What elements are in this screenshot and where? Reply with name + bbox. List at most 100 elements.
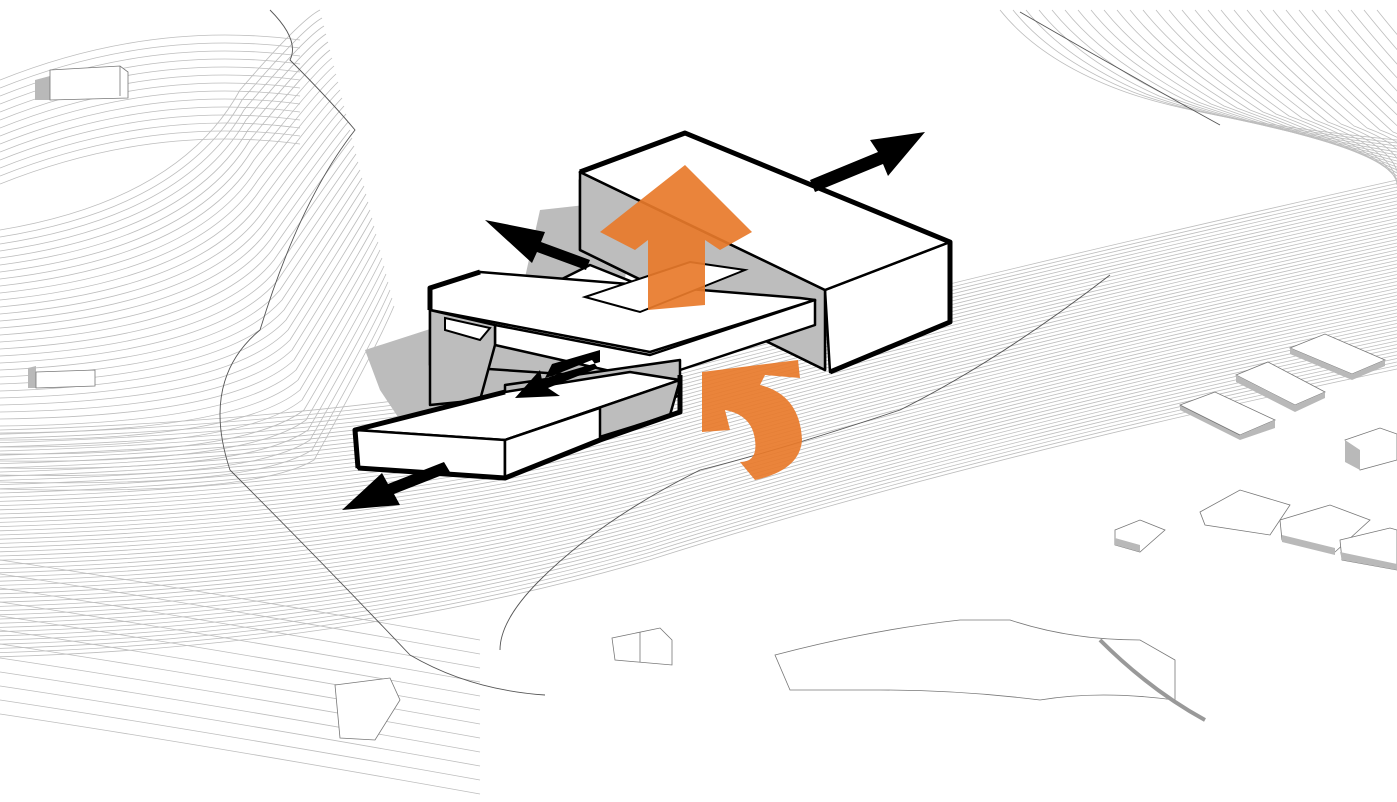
contour-line (0, 302, 1397, 578)
contour-line (0, 17, 323, 238)
contour-line (0, 351, 1397, 637)
context-buildings (28, 65, 1397, 741)
context-building (611, 627, 673, 666)
circulation-arrows (342, 132, 925, 510)
contour-line (0, 42, 301, 89)
contour-line (0, 587, 481, 669)
contour-line (0, 177, 363, 378)
contour-line (1350, 9, 1397, 221)
contour-line (0, 265, 385, 455)
path-northeast (1019, 11, 1221, 126)
context-building (35, 65, 129, 101)
contour-line (0, 233, 377, 427)
site-paths (219, 9, 1221, 696)
contour-line (1116, 9, 1397, 168)
contour-line (0, 49, 331, 266)
context-building (1114, 519, 1166, 553)
contour-line (0, 305, 1397, 582)
contour-line (0, 81, 339, 294)
contour-line (0, 57, 333, 273)
contour-line (1233, 9, 1397, 194)
contour-line (1194, 9, 1397, 186)
contour-line (0, 137, 353, 343)
contour-line (0, 295, 1397, 569)
contour-line (0, 344, 1397, 628)
contour-line (0, 161, 359, 364)
contour-line (1038, 9, 1397, 150)
context-building (1199, 489, 1291, 536)
contour-line (0, 699, 481, 781)
contour-line (0, 316, 1397, 595)
contour-line (0, 249, 1397, 515)
contour-line (0, 249, 381, 441)
contour-line (0, 284, 1397, 557)
contour-line (0, 65, 335, 280)
contour-line (0, 713, 481, 795)
contour-line (0, 256, 1397, 523)
contour-line (0, 41, 329, 259)
contour-line (1142, 9, 1397, 174)
contour-line (0, 312, 1397, 590)
context-building (1178, 391, 1276, 440)
contour-line (0, 73, 337, 287)
context-building (1339, 527, 1397, 571)
contour-line (1207, 9, 1397, 188)
contour-line (0, 615, 481, 697)
contour-line (0, 358, 1397, 645)
contour-line (0, 253, 1397, 519)
contour-line (0, 643, 481, 725)
contour-line (0, 114, 301, 161)
contour-line (0, 169, 361, 371)
contour-line (0, 629, 481, 711)
contour-line (0, 225, 375, 420)
contour-line (1155, 9, 1397, 177)
contour-line (0, 74, 301, 121)
contour-line (0, 246, 1397, 511)
contour-line (0, 340, 1397, 624)
path-west (219, 9, 411, 656)
context-building (334, 677, 401, 741)
contour-line (0, 185, 365, 385)
contour-line (0, 270, 1397, 540)
contour-line (0, 89, 341, 301)
contour-line (1259, 9, 1397, 200)
context-building (1344, 427, 1397, 471)
context-building (1235, 361, 1326, 412)
contour-line (0, 368, 1397, 658)
contour-line (0, 241, 379, 434)
contour-line (0, 34, 301, 81)
contour-line (0, 242, 1397, 506)
contour-line (0, 326, 1397, 607)
contour-line (0, 305, 395, 491)
contour-line (0, 98, 301, 145)
contour-line (1285, 9, 1397, 206)
turning-arrow-icon (702, 360, 802, 480)
path-south (409, 654, 546, 696)
south-volume (352, 358, 683, 481)
contour-line (1025, 9, 1397, 147)
double-headed-arrow-icon (515, 350, 600, 398)
contour-line (1220, 9, 1397, 191)
contour-line (0, 105, 345, 315)
contour-line (0, 267, 1397, 536)
contour-line (0, 297, 393, 484)
double-headed-arrow-icon (810, 132, 925, 192)
contour-line (0, 33, 327, 252)
contour-line (0, 333, 1397, 616)
contour-line (0, 288, 1397, 561)
contour-line (0, 263, 1397, 532)
contour-line (0, 193, 367, 392)
contour-line (1181, 9, 1397, 183)
contour-line (1246, 9, 1397, 197)
contour-line (0, 365, 1397, 653)
contour-line (0, 671, 481, 753)
contour-line (0, 273, 387, 462)
contour-line (0, 298, 1397, 574)
contour-line (1168, 9, 1397, 180)
contour-line (0, 559, 481, 641)
contour-line (0, 145, 355, 350)
contour-line (0, 685, 481, 767)
double-headed-arrow-icon (485, 220, 590, 270)
contour-line (0, 291, 1397, 565)
